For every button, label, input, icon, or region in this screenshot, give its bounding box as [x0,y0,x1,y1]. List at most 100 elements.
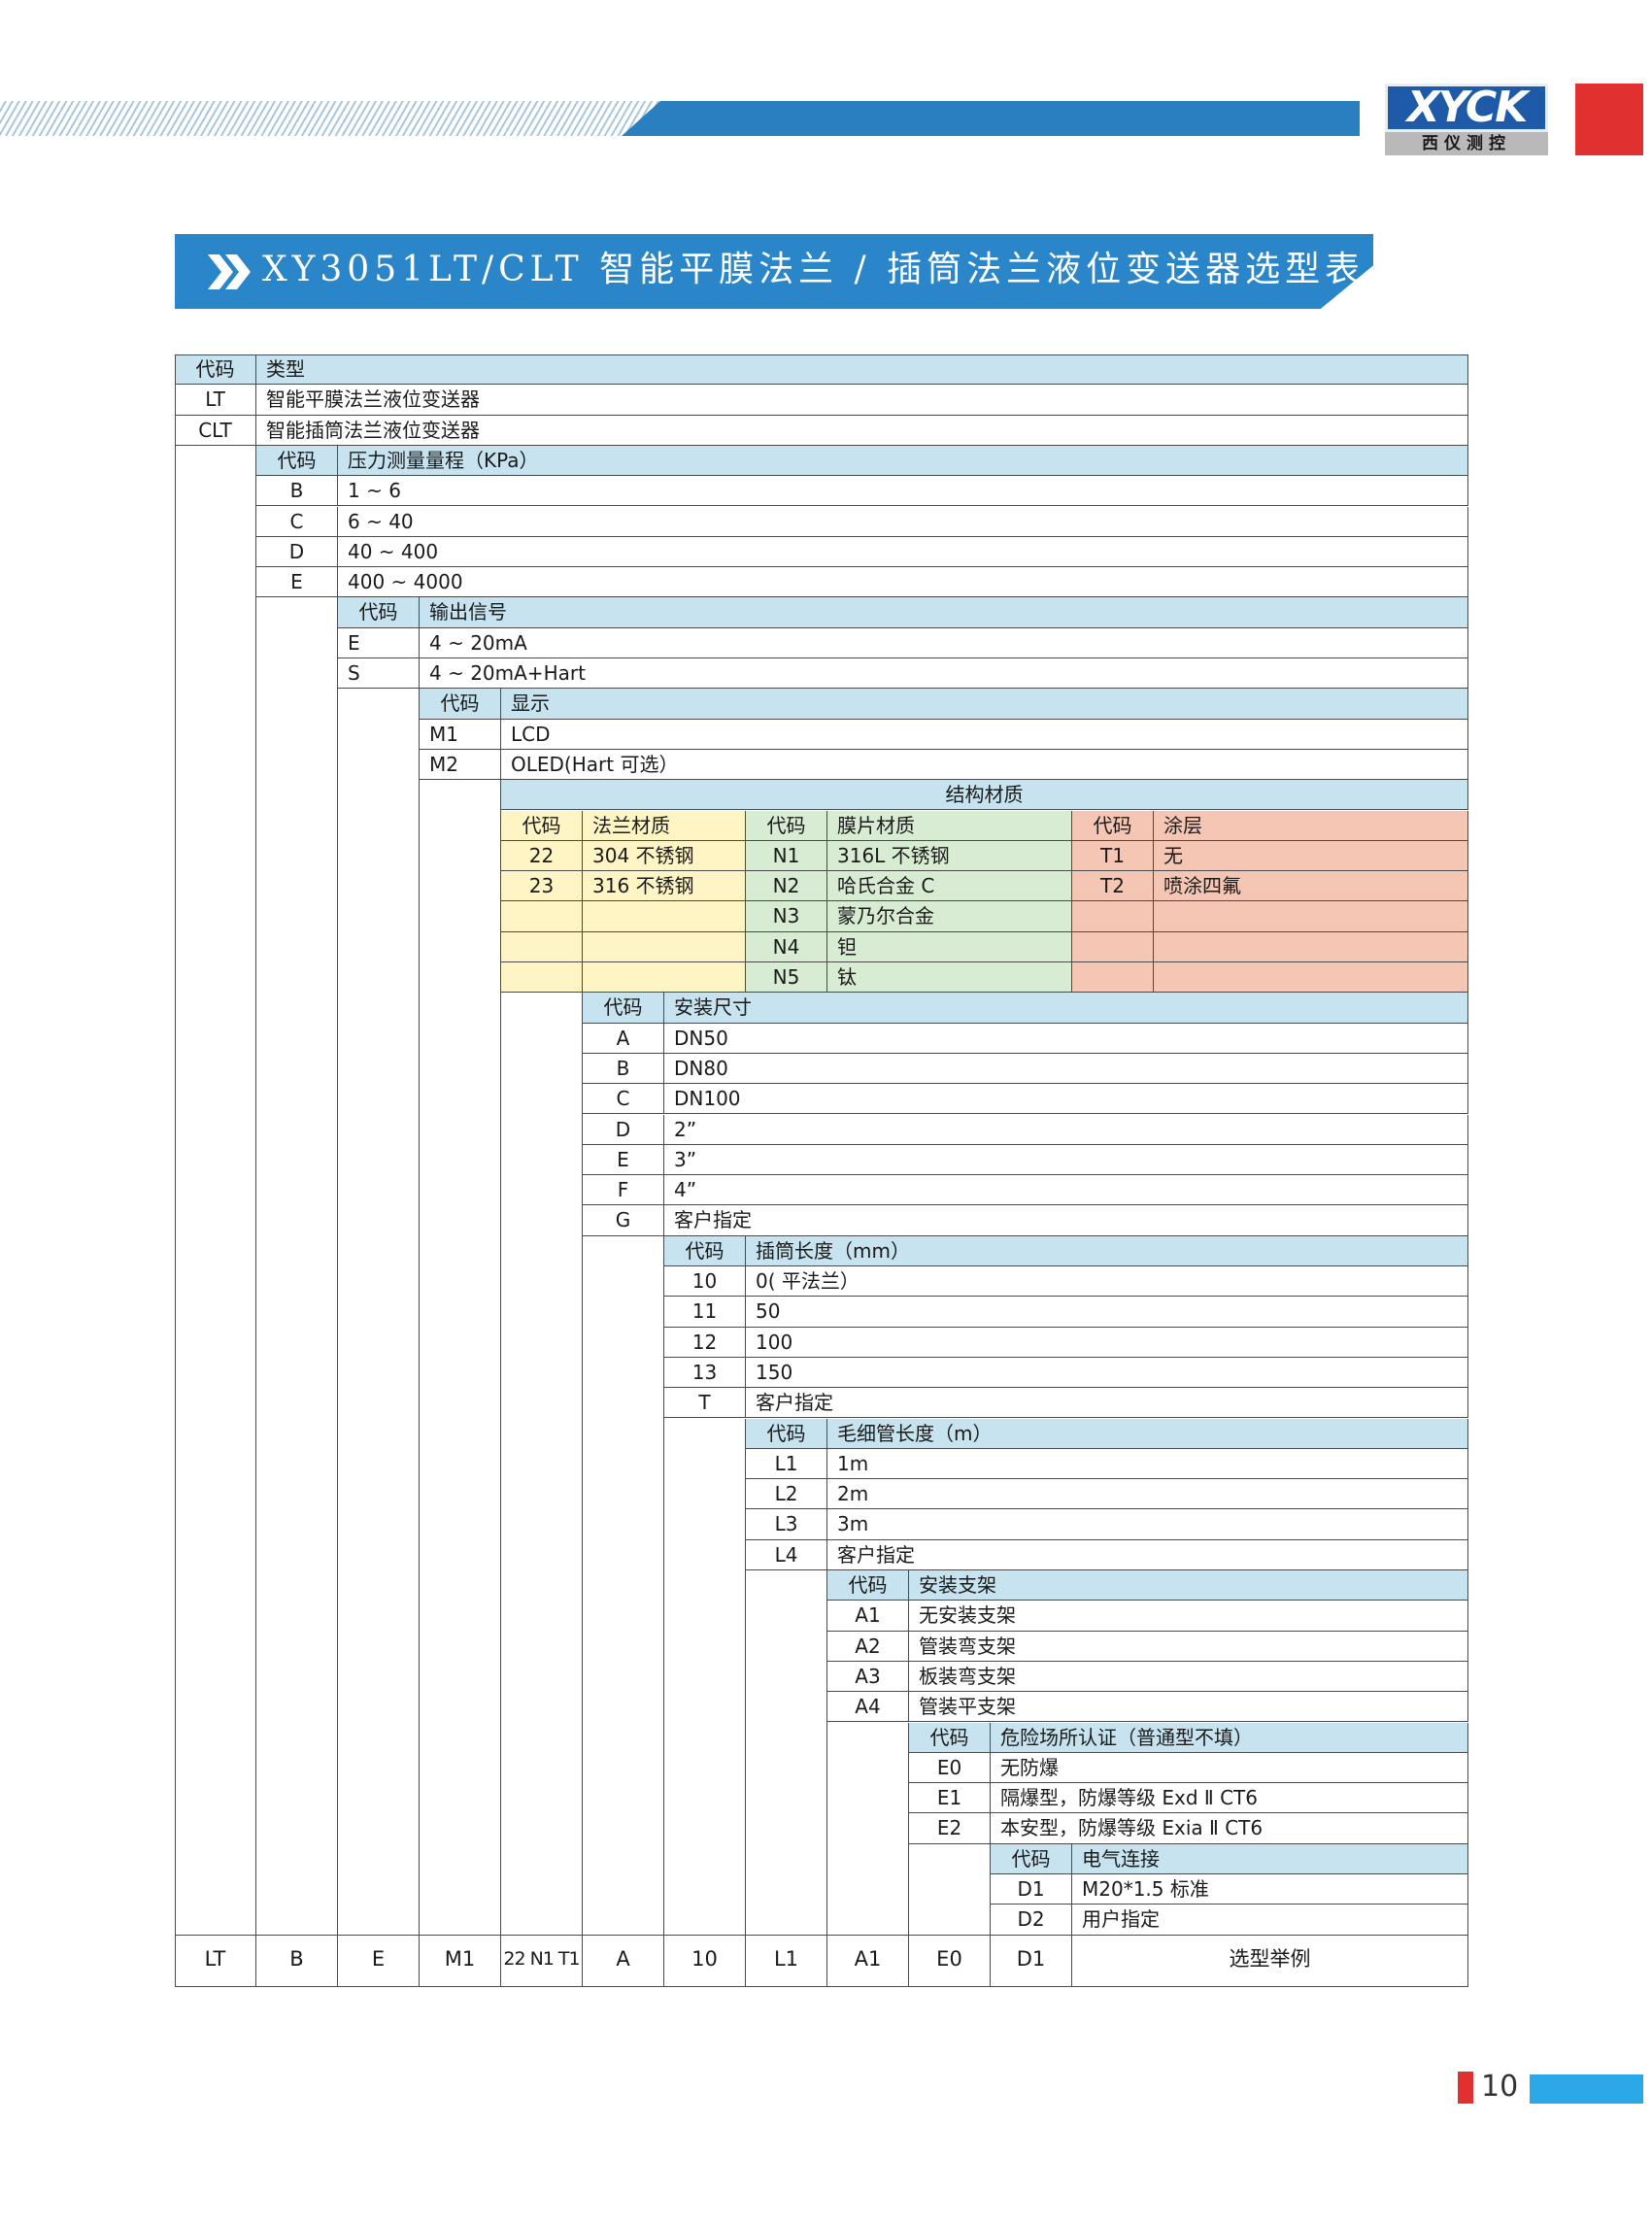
table-cell: 喷涂四氟 [1154,871,1468,902]
example-cell: L1 [746,1935,827,1987]
table-spacer-cell [420,780,501,1936]
table-cell: LCD [501,719,1468,750]
double-chevron-icon [208,254,251,289]
table-cell: 代码 [664,1235,746,1266]
table-cell: OLED(Hart 可选） [501,749,1468,781]
brand-logo-mark: XYCK [1385,84,1548,132]
table-cell: 150 [746,1357,1468,1389]
table-cell: 23 [501,871,583,902]
table-cell [501,931,583,962]
table-cell [1072,931,1154,962]
table-cell: 316L 不锈钢 [827,840,1072,872]
table-cell [583,962,746,994]
table-cell: N1 [746,840,827,872]
table-cell: 类型 [256,354,1468,386]
table-spacer-cell [501,993,583,1936]
table-cell: G [583,1205,664,1236]
table-cell: D1 [991,1874,1072,1905]
table-cell: 代码 [175,354,256,386]
table-cell: 13 [664,1357,746,1389]
example-cell: B [256,1935,338,1987]
page-number: 10 [1481,2070,1519,2104]
table-spacer-cell [256,597,338,1936]
table-cell: 蒙乃尔合金 [827,901,1072,932]
title-banner [175,234,1373,309]
table-cell: A4 [827,1692,909,1723]
table-cell: 代码 [583,993,664,1024]
table-cell: E [583,1144,664,1176]
table-cell: 316 不锈钢 [583,871,746,902]
table-spacer-cell [664,1418,746,1936]
table-cell [1154,901,1468,932]
table-cell: 代码 [338,597,420,628]
table-cell: 涂层 [1154,810,1468,841]
table-cell: 代码 [909,1722,991,1753]
brand-logo: XYCK 西仪测控 [1385,84,1548,155]
example-cell: 22 N1 T1 [501,1935,583,1987]
table-cell: 智能平膜法兰液位变送器 [256,385,1468,416]
page-red-mark [1458,2072,1473,2104]
table-cell: 危险场所认证（普通型不填） [991,1722,1468,1753]
table-cell: A2 [827,1631,909,1662]
table-cell: L3 [746,1509,827,1540]
table-cell: A1 [827,1601,909,1632]
table-spacer-cell [909,1843,991,1936]
table-cell: 代码 [256,445,338,477]
example-cell: A1 [827,1935,909,1987]
table-cell: 插筒长度（mm） [746,1235,1468,1266]
table-cell: 代码 [827,1570,909,1601]
table-cell: 无安装支架 [909,1601,1468,1632]
table-cell: 客户指定 [746,1388,1468,1419]
table-cell: N3 [746,901,827,932]
table-cell: 隔爆型，防爆等级 Exd Ⅱ CT6 [991,1783,1468,1814]
table-cell: 代码 [746,1418,827,1449]
table-cell: N2 [746,871,827,902]
header-red-block [1575,84,1643,155]
table-cell: 6 ~ 40 [338,506,1468,537]
example-cell: E0 [909,1935,991,1987]
table-cell: L1 [746,1448,827,1480]
table-spacer-cell [746,1570,827,1936]
table-cell: 本安型，防爆等级 Exia Ⅱ CT6 [991,1813,1468,1844]
table-cell: M1 [420,719,501,750]
table-cell: 代码 [501,810,583,841]
table-spacer-cell [175,445,256,1936]
table-cell: DN100 [664,1084,1468,1115]
table-cell: 钛 [827,962,1072,994]
table-spacer-cell [338,689,420,1936]
example-cell: LT [175,1935,256,1987]
example-cell: A [583,1935,664,1987]
table-cell: 压力测量量程（KPa） [338,445,1468,477]
table-cell: D [256,536,338,568]
table-cell: 安装支架 [909,1570,1468,1601]
table-cell: 无 [1154,840,1468,872]
table-cell: 12 [664,1327,746,1358]
table-cell [1154,931,1468,962]
table-cell: 结构材质 [501,780,1468,811]
table-cell: 2m [827,1479,1468,1510]
table-spacer-cell [583,1235,664,1936]
table-cell: 代码 [1072,810,1154,841]
table-cell: 法兰材质 [583,810,746,841]
header-blue-band [622,101,1360,136]
table-cell: 11 [664,1297,746,1328]
table-cell: 304 不锈钢 [583,840,746,872]
table-cell: 1 ~ 6 [338,476,1468,507]
table-cell: 钽 [827,931,1072,962]
table-cell: F [583,1175,664,1206]
table-cell: 毛细管长度（m） [827,1418,1468,1449]
table-cell: 管装平支架 [909,1692,1468,1723]
table-cell [1072,962,1154,994]
table-cell: C [256,506,338,537]
table-cell: B [583,1053,664,1085]
table-cell: L2 [746,1479,827,1510]
table-cell: A [583,1023,664,1054]
table-cell: 1m [827,1448,1468,1480]
table-cell: T2 [1072,871,1154,902]
page-title: XY3051LT/CLT 智能平膜法兰 / 插筒法兰液位变送器选型表 [262,250,1365,289]
table-cell: 2” [664,1114,1468,1145]
table-cell: 哈氏合金 C [827,871,1072,902]
header-hatch-stripe [0,101,680,136]
table-cell [501,962,583,994]
table-cell: 管装弯支架 [909,1631,1468,1662]
